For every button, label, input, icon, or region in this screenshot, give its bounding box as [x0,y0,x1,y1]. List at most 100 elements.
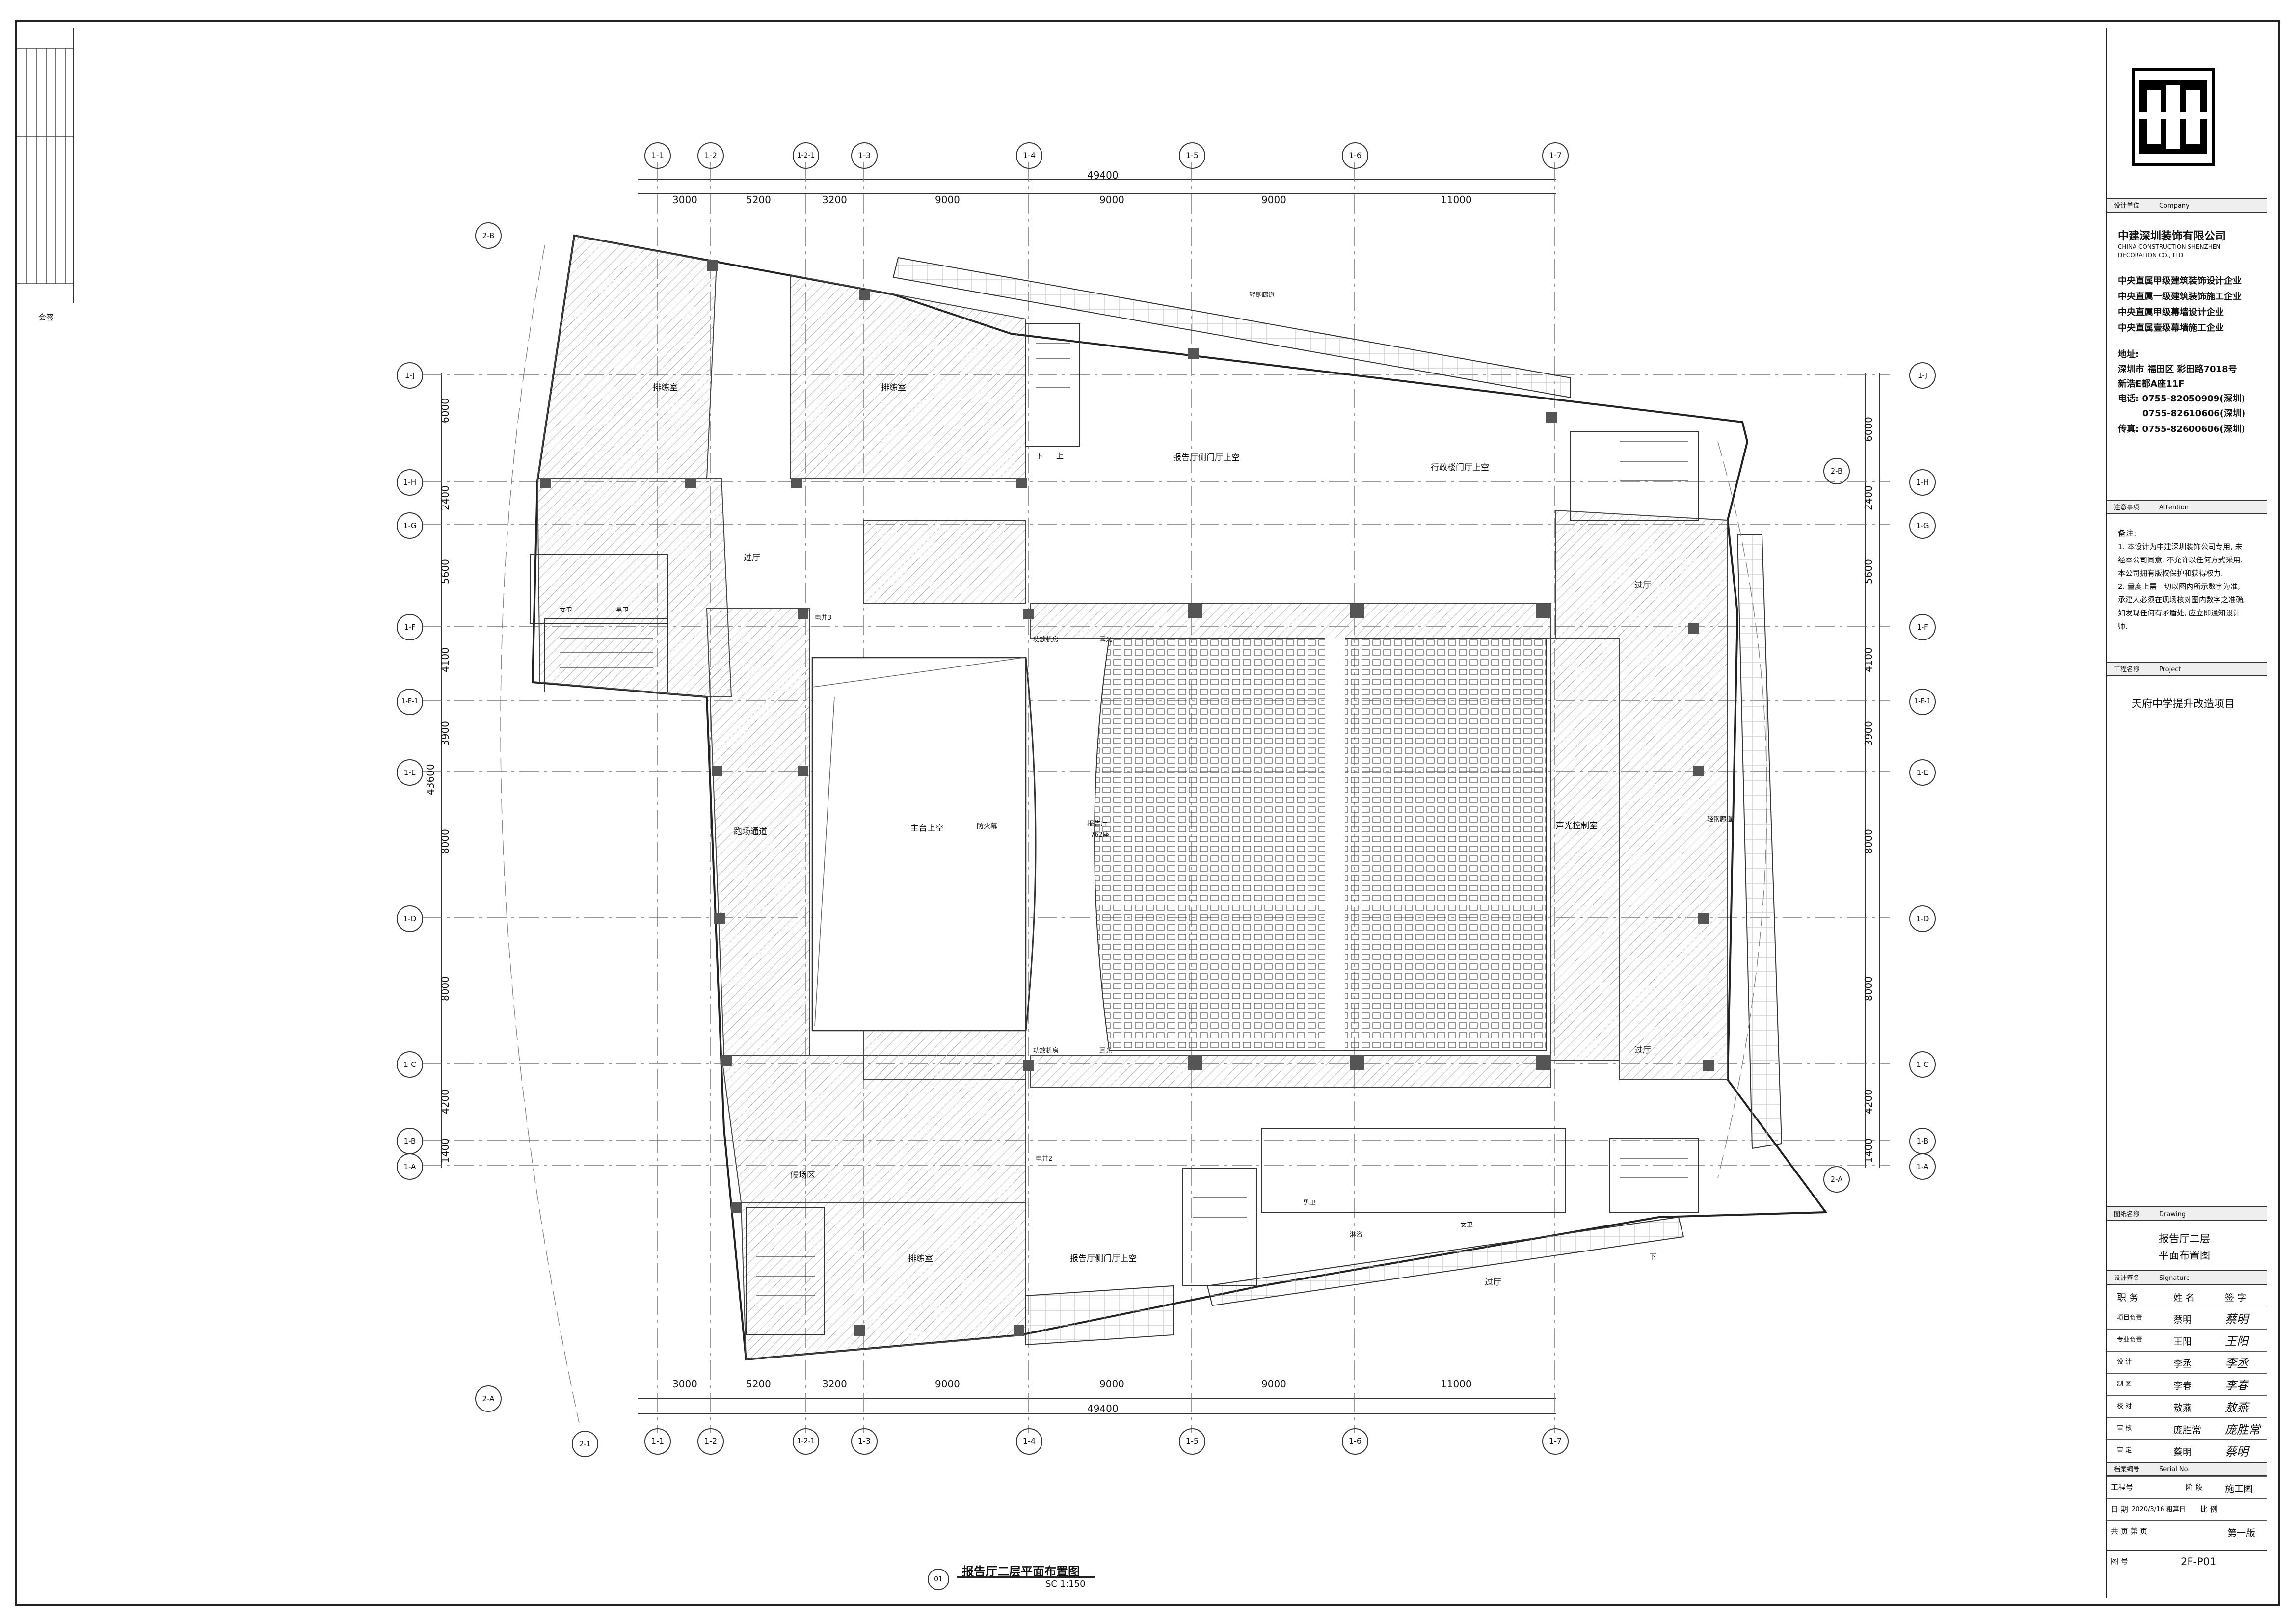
stair-up-label: 上 [1056,452,1064,460]
qual-1: 中央直属甲级建筑装饰设计企业 [2118,276,2242,286]
structural-columns [540,260,1714,1336]
dim-row-left: 5600 [439,559,451,584]
meta-row-1: 工程号 阶 段 施工图 [2107,1476,2267,1499]
dim-row-left: 4200 [439,1089,451,1114]
company-logo [2132,68,2215,166]
fax: 传真: 0755-82600606(深圳) [2118,424,2245,434]
dim-row-left: 4100 [439,647,451,672]
dim-row-left: 6000 [439,398,451,423]
dim-top: 3000 [672,194,697,206]
stair-down-label: 下 [1649,1252,1657,1261]
drawing-no-row: 图 号 2F-P01 [2107,1550,2267,1573]
grid-bubble-row-left: 1-H [397,469,423,496]
steel-corridor-top: 轻钢廊道 [1249,292,1275,299]
dim-row-right: 1400 [1863,1138,1874,1163]
room-void-bottom: 报告厅侧门厅上空 [1070,1254,1137,1264]
meta-row-2: 日 期 2020/3/16 粗算日 比 例 [2107,1498,2267,1521]
plan-title: 报告厅二层平面布置图 [962,1565,1080,1578]
notes-title: 备注: [2118,529,2136,538]
room-hall: 报告厅 [1087,820,1108,828]
dim-top: 9000 [1099,194,1124,206]
room-corridor-right-bottom: 过厅 [1634,1045,1651,1055]
note-7: 师. [2118,622,2128,631]
dim-row-right: 3900 [1863,721,1874,746]
signature-row: 制 图 李春 李春 [2107,1373,2267,1396]
tel-2: 0755-82610606(深圳) [2142,408,2246,419]
grid-bubble-bottom: 1-6 [1342,1428,1368,1455]
company-name: 中建深圳装饰有限公司 [2118,230,2226,242]
dim-row-right: 6000 [1863,417,1874,442]
dim-bottom: 5200 [746,1378,771,1390]
grid-bubble-row-right: 1-H [1909,469,1936,496]
grid-bubble-row-right: 1-E-1 [1909,689,1936,715]
dim-row-right: 5600 [1863,559,1874,584]
room-corridor-left: 过厅 [744,553,760,563]
signature-head-row: 职 务 姓 名 签 字 [2107,1285,2267,1307]
grid-bubble-row-left: 1-E-1 [397,689,423,715]
note-2: 经本公司同意, 不允许以任何方式采用. [2118,556,2243,564]
meta-row-3: 共 页 第 页 第一版 [2107,1520,2267,1543]
plan-title-bubble: 01 [928,1569,949,1590]
grid-bubble-row-left: 1-E [397,759,423,786]
dim-row-right: 4100 [1863,647,1874,672]
qual-4: 中央直属壹级幕墙施工企业 [2118,323,2224,333]
room-ear-light-2: 耳光 [1099,1047,1113,1055]
signature-row: 设 计 李丞 李丞 [2107,1351,2267,1374]
signature-row: 审 定 蔡明 蔡明 [2107,1439,2267,1462]
left-strip-grid [17,48,73,284]
room-womens-wc-2: 女卫 [1460,1222,1473,1229]
hatched-areas [536,235,1728,1360]
dim-row-right: 8000 [1863,829,1874,854]
dim-top-total: 49400 [1087,169,1119,181]
grid-bubble-row-right: 1-D [1909,905,1936,932]
stage-void [811,657,1027,1032]
grid-bubble-bottom: 1-1 [644,1428,671,1455]
dim-row-right: 4200 [1863,1089,1874,1114]
countersign-label: 会签 [38,313,54,322]
grid-bubble-diag: 2-B [1823,458,1850,484]
grid-bubble-bottom: 1-2-1 [793,1428,819,1455]
room-hall-seats: 762座 [1091,831,1109,839]
steel-corridors [892,257,1783,1346]
drawing-name-1: 报告厅二层 [2159,1233,2210,1245]
dim-bottom: 3000 [672,1378,697,1390]
room-wings: 候场区 [790,1171,815,1180]
grid-bubble-row-right: 1-J [1909,362,1936,389]
project-name: 天府中学提升改造项目 [2132,698,2235,710]
left-sign-strip: 会签 [17,28,74,322]
dim-row-left: 3900 [439,721,451,746]
grid-bubble-top: 1-2-1 [793,142,819,169]
grid-bubble-top: 1-3 [851,142,878,169]
stair-down-label: 下 [1036,452,1043,460]
room-mens-wc: 男卫 [616,607,629,614]
grid-bubble-top: 1-7 [1542,142,1569,169]
dim-top: 11000 [1441,194,1472,206]
steel-corridor-right: 轻钢廊道 [1707,816,1733,823]
room-shaft-2: 电井2 [1036,1155,1053,1163]
site-arc-right [1717,441,1767,1178]
note-6: 如发现任何有矛盾处, 应立即通知设计 [2118,609,2241,617]
grid-bubble-row-right: 1-B [1909,1128,1936,1154]
room-rehearsal-1: 排练室 [653,383,678,393]
floor-plan [422,162,1890,1433]
room-equip-1: 功放机房 [1033,636,1059,643]
addr-1: 深圳市 福田区 彩田路7018号 [2118,364,2237,374]
grid-bubble-bottom: 1-7 [1542,1428,1569,1455]
grid-bubble-row-right: 1-A [1909,1153,1936,1180]
dim-row-right: 8000 [1863,976,1874,1001]
grid-bubble-bottom: 1-3 [851,1428,878,1455]
room-shaft-1: 电井3 [815,614,832,622]
room-equip-2: 功放机房 [1033,1047,1059,1055]
grid-bubble-diag: 2-A [475,1385,502,1412]
site-arc [500,245,580,1424]
room-womens-wc: 女卫 [560,607,573,614]
addr-2: 新浩E都A座11F [2118,379,2185,389]
grid-bubble-bottom: 1-2 [697,1428,724,1455]
room-passage: 跑场通道 [734,827,767,837]
dim-bottom-total: 49400 [1087,1403,1119,1414]
hall-seating [1025,638,1547,1051]
